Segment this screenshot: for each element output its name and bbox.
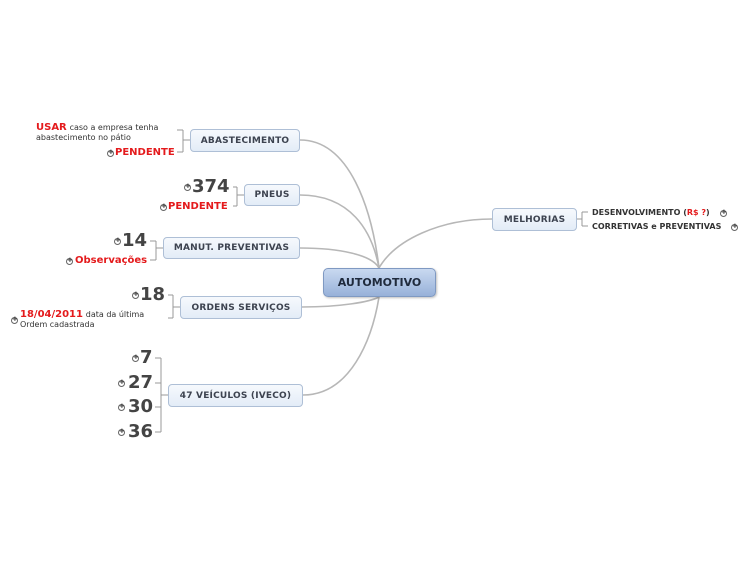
expand-icon[interactable]: [118, 429, 125, 436]
melhorias-item-corretivas: CORRETIVAS e PREVENTIVAS: [592, 222, 722, 231]
link-manut: [299, 247, 380, 269]
note-line-2: Ordem cadastrada: [20, 320, 95, 329]
node-abastecimento[interactable]: ABASTECIMENTO: [190, 129, 300, 152]
note-line-1: caso a empresa tenha: [69, 123, 159, 132]
link-melhorias: [378, 218, 493, 269]
veiculos-value: 36: [128, 421, 154, 442]
expand-icon[interactable]: [107, 150, 114, 157]
note-line-1: data da última: [85, 310, 145, 319]
expand-icon[interactable]: [132, 292, 139, 299]
melhorias-item-desenvolvimento: DESENVOLVIMENTO (R$ ?): [592, 208, 710, 217]
expand-icon[interactable]: [132, 355, 139, 362]
observacoes-link: Observações: [75, 255, 148, 266]
link-ordens: [301, 296, 380, 308]
bracket-manut: [150, 240, 163, 261]
pneus-value: 374: [192, 176, 230, 197]
bracket-abastecimento: [177, 129, 190, 153]
bracket-pneus: [233, 186, 244, 207]
bracket-ordens: [168, 294, 180, 319]
node-melhorias[interactable]: MELHORIAS: [492, 208, 577, 231]
veiculos-value: 27: [128, 372, 154, 393]
veiculos-value: 30: [128, 396, 154, 417]
expand-icon[interactable]: [118, 380, 125, 387]
manut-value: 14: [122, 230, 148, 251]
link-pneus: [299, 194, 380, 269]
expand-icon[interactable]: [720, 210, 727, 217]
note-ordens: 18/04/2011 data da última Ordem cadastra…: [20, 310, 144, 330]
expand-icon[interactable]: [66, 258, 73, 265]
expand-icon[interactable]: [11, 317, 18, 324]
expand-icon[interactable]: [731, 224, 738, 231]
node-pneus[interactable]: PNEUS: [244, 184, 300, 206]
link-veiculos: [302, 296, 380, 396]
ordens-date: 18/04/2011: [20, 309, 83, 320]
expand-icon[interactable]: [160, 204, 167, 211]
expand-icon[interactable]: [184, 184, 191, 191]
node-ordens-servicos[interactable]: ORDENS SERVIÇOS: [180, 296, 302, 319]
bracket-melhorias: [577, 211, 588, 227]
note-line-2: abastecimento no pátio: [36, 133, 131, 142]
node-manut-preventivas[interactable]: MANUT. PREVENTIVAS: [163, 237, 300, 259]
status-pendente-abastecimento: PENDENTE: [115, 147, 175, 158]
node-veiculos[interactable]: 47 VEÍCULOS (IVECO): [168, 384, 303, 407]
note-keyword-usar: USAR: [36, 122, 67, 133]
root-node-automotivo[interactable]: AUTOMOTIVO: [323, 268, 436, 297]
link-abastecimento: [299, 139, 380, 269]
veiculos-value: 7: [140, 347, 153, 368]
note-abastecimento: USAR caso a empresa tenha abastecimento …: [36, 123, 158, 143]
expand-icon[interactable]: [118, 404, 125, 411]
ordens-value: 18: [140, 284, 166, 305]
bracket-veiculos: [155, 357, 168, 433]
expand-icon[interactable]: [114, 238, 121, 245]
status-pendente-pneus: PENDENTE: [168, 201, 228, 212]
